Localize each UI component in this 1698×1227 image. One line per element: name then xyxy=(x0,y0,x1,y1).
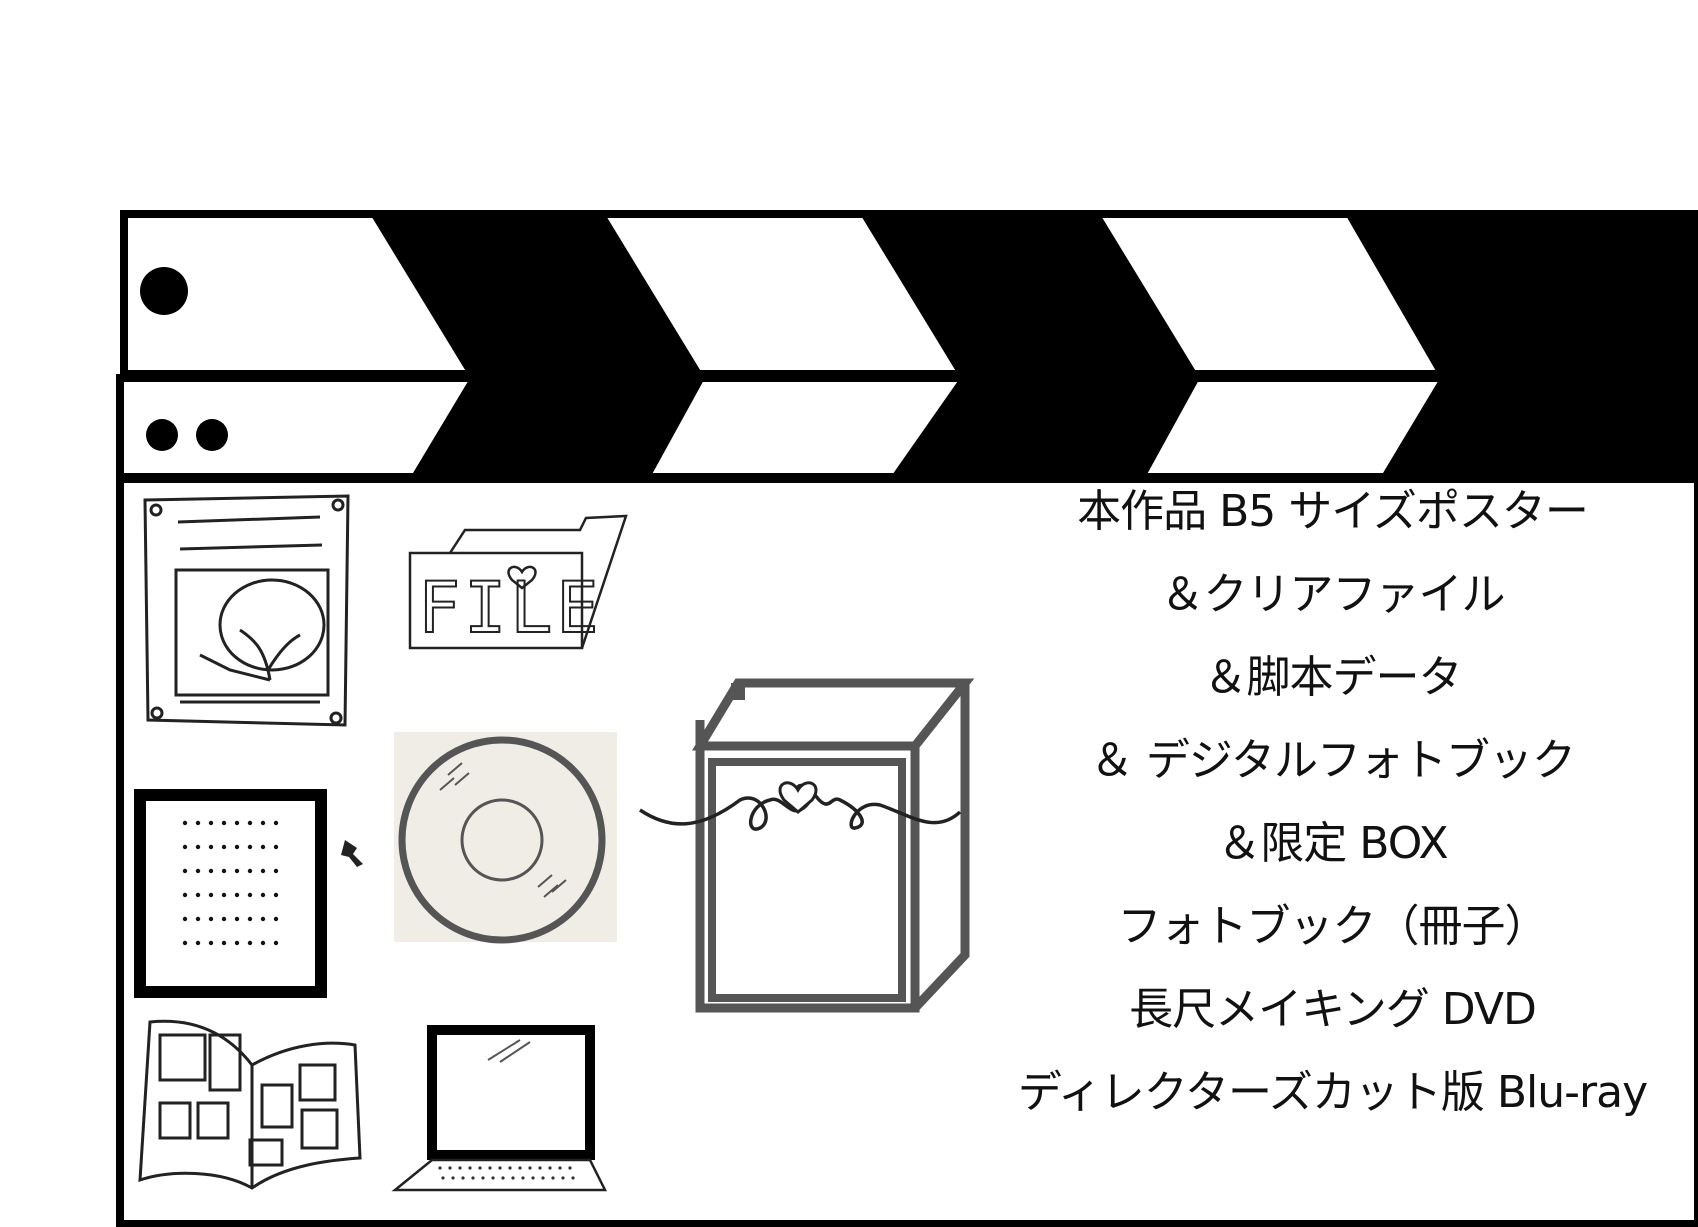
list-item: ＆限定 BOX xyxy=(1217,818,1448,869)
clapper-lower-stick xyxy=(116,374,1698,482)
poster-icon xyxy=(143,494,350,727)
list-item: 長尺メイキング DVD xyxy=(1129,984,1537,1035)
list-item: フォトブック（冊子） xyxy=(1117,901,1549,952)
script-document-icon xyxy=(134,789,327,998)
list-item: ＆ デジタルフォトブック xyxy=(1089,735,1576,786)
pen-nib-icon xyxy=(341,840,363,867)
file-icon-label: FILE xyxy=(418,567,603,649)
list-item: ＆脚本データ xyxy=(1203,652,1463,703)
disc-icon xyxy=(394,732,617,944)
laptop-icon xyxy=(391,1025,608,1192)
stick-dot-left xyxy=(146,419,178,451)
list-item: ＆クリアファイル xyxy=(1160,569,1506,620)
heart-icon xyxy=(778,781,818,814)
file-folder-icon: FILE xyxy=(408,514,628,650)
included-items-list: 本作品 B5 サイズポスター ＆クリアファイル ＆脚本データ ＆ デジタルフォト… xyxy=(975,480,1690,1144)
list-item: ディレクターズカット版 Blu-ray xyxy=(1017,1067,1648,1118)
clapper-stick xyxy=(120,210,1698,378)
photobook-icon xyxy=(138,1019,362,1190)
stick-dot-right xyxy=(196,419,228,451)
slate-board xyxy=(116,474,1698,1227)
stick-hole-dot xyxy=(140,267,188,315)
limited-box-icon xyxy=(692,678,975,1013)
list-item: 本作品 B5 サイズポスター xyxy=(1077,486,1589,537)
